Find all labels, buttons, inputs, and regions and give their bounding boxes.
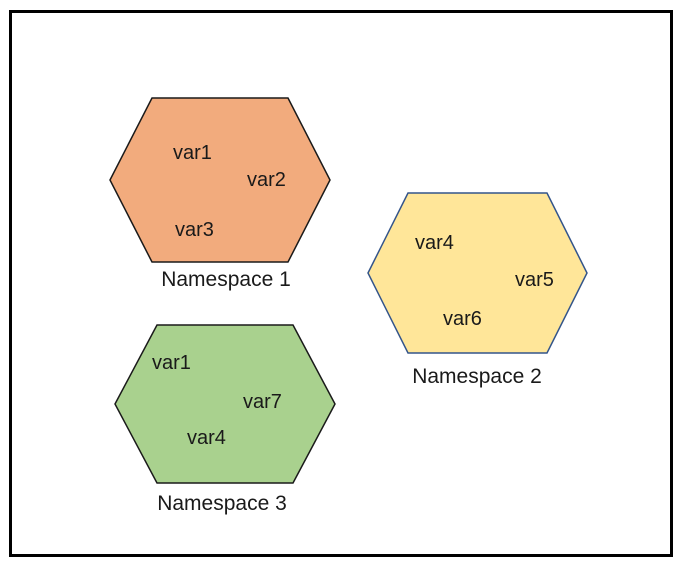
variable-label: var4 <box>415 232 454 254</box>
outer-frame <box>9 10 673 557</box>
variable-label: var1 <box>173 142 212 164</box>
namespace-1-hexagon <box>109 97 331 263</box>
variable-label: var2 <box>247 169 286 191</box>
variable-label: var6 <box>443 308 482 330</box>
namespace-3-label: Namespace 3 <box>157 492 287 515</box>
variable-label: var4 <box>187 427 226 449</box>
variable-label: var5 <box>515 269 554 291</box>
namespace-2-hexagon <box>367 192 588 354</box>
namespace-2-label: Namespace 2 <box>412 365 542 388</box>
namespace-1-label: Namespace 1 <box>161 268 291 291</box>
variable-label: var1 <box>152 352 191 374</box>
variable-label: var3 <box>175 219 214 241</box>
variable-label: var7 <box>243 391 282 413</box>
namespace-3-hexagon <box>114 324 336 484</box>
